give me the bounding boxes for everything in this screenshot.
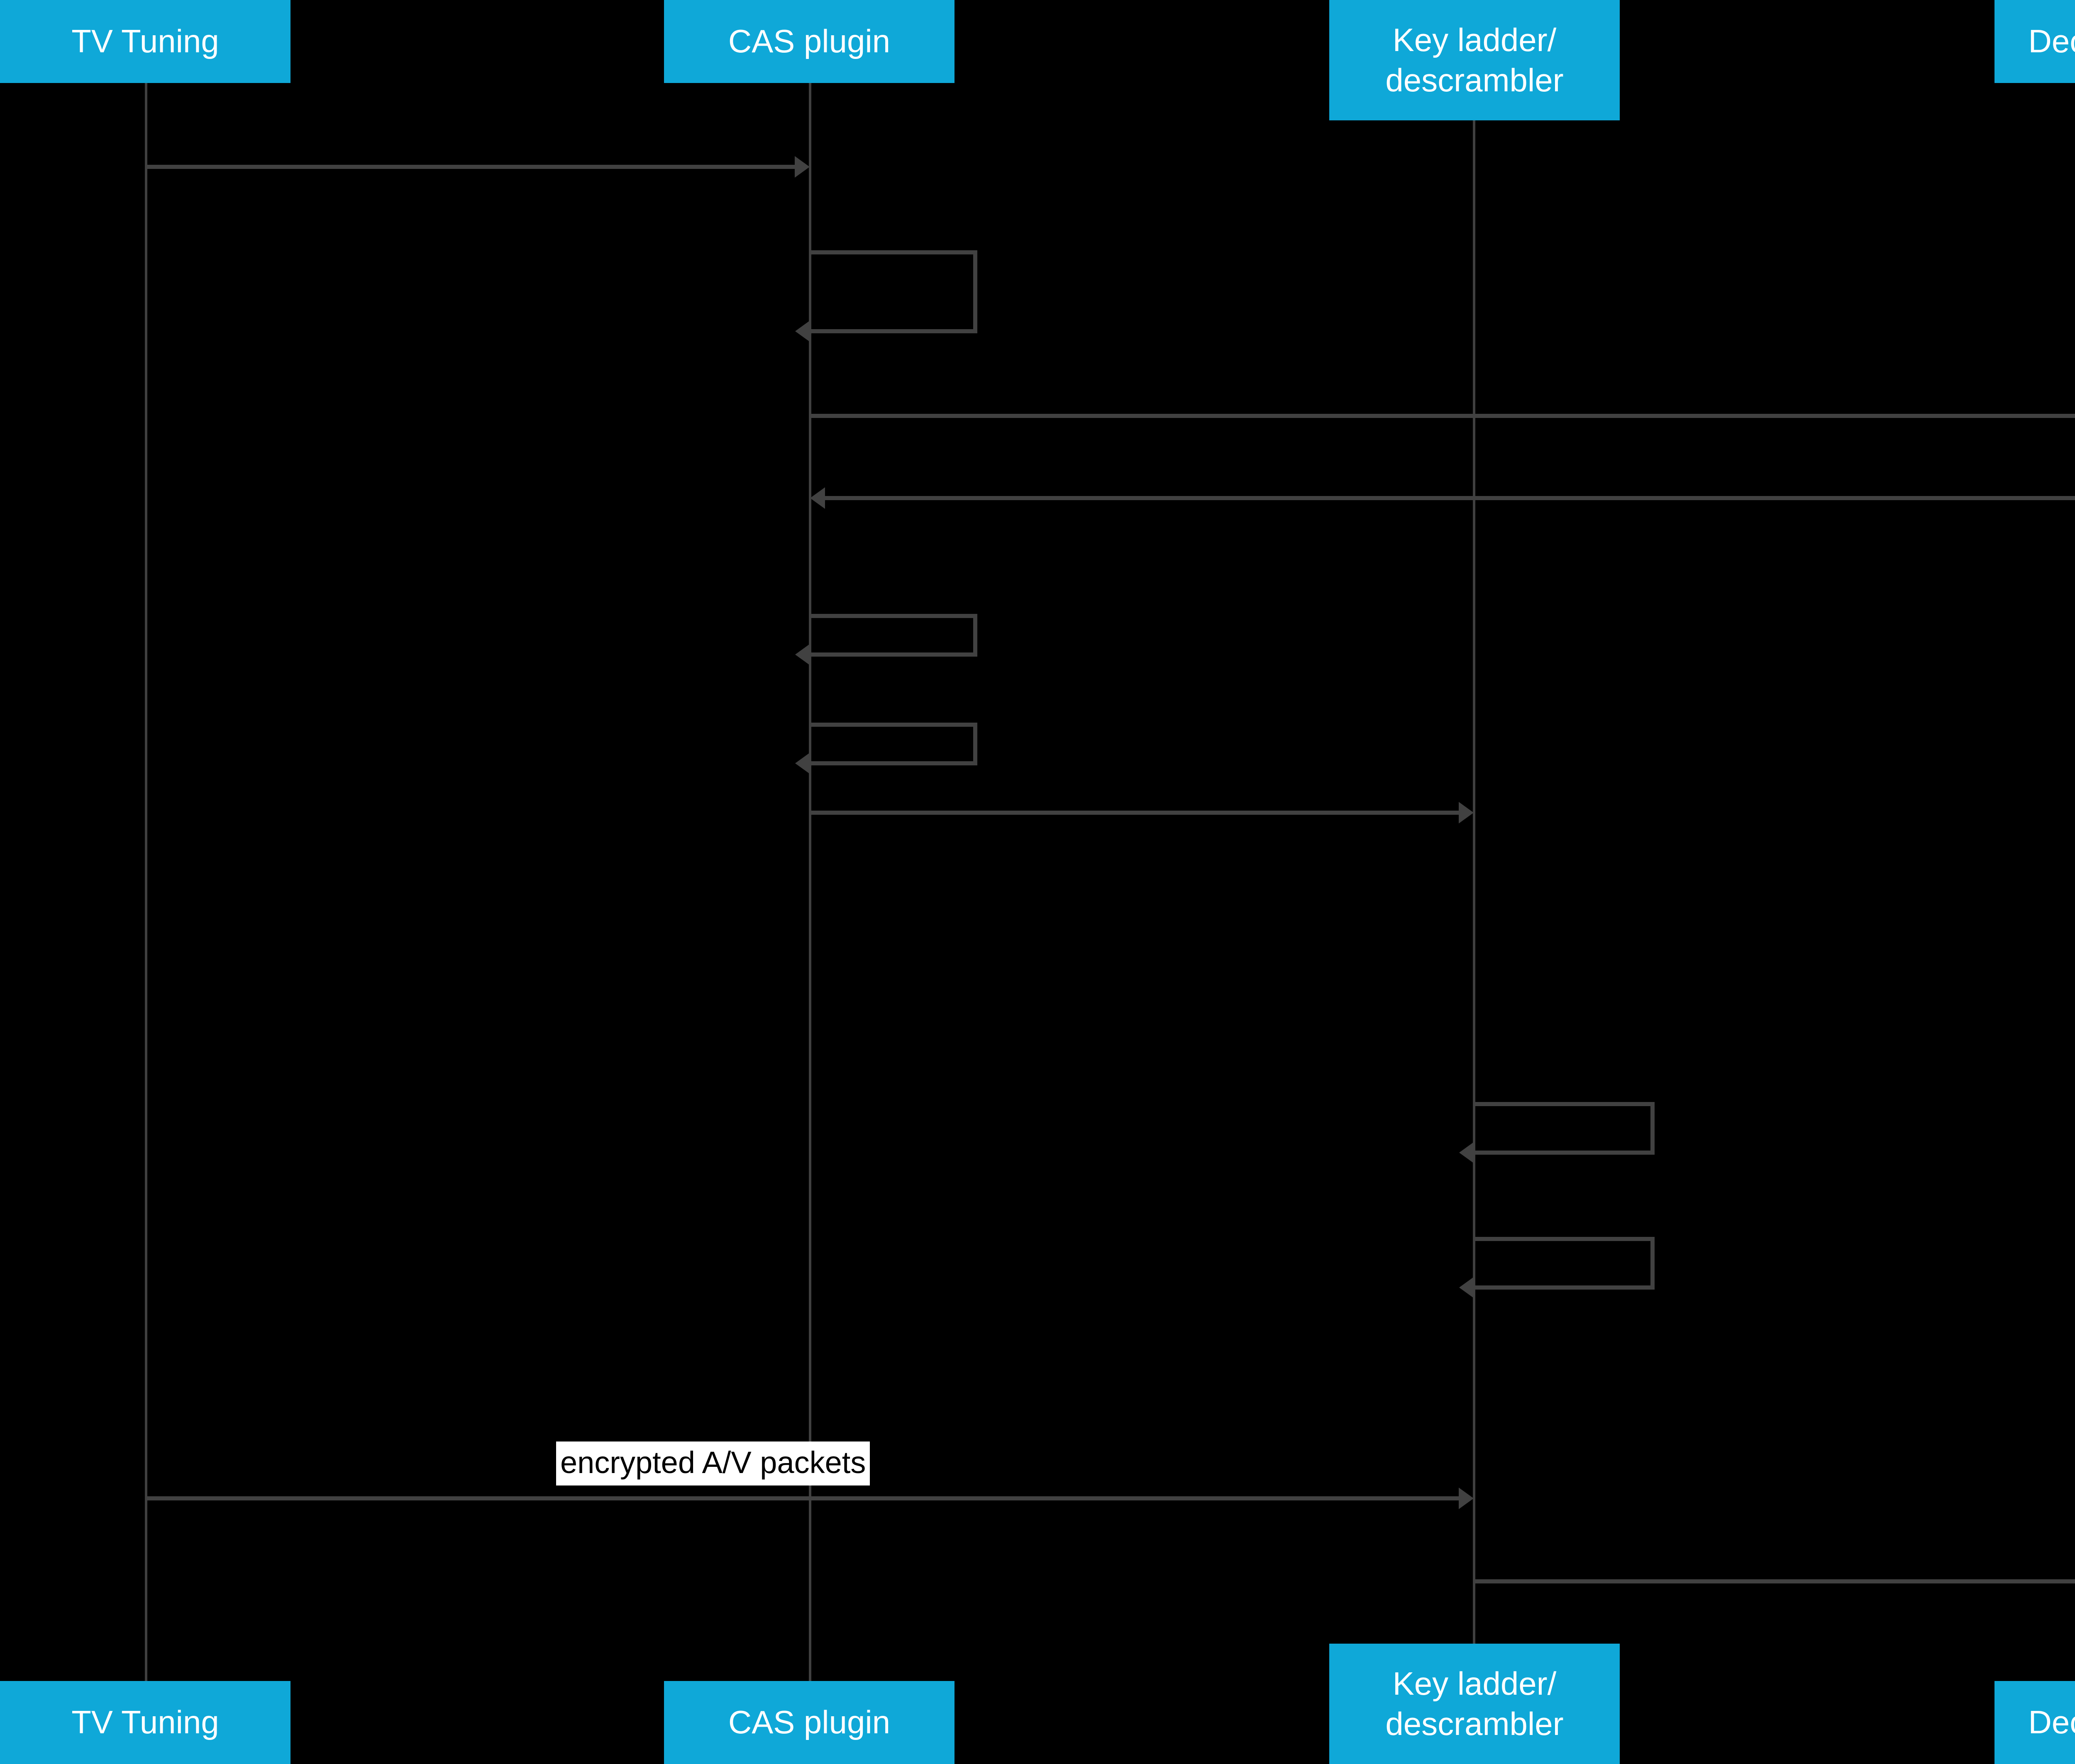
- message-arrowhead-m6: [795, 753, 810, 774]
- actor-box-top-decode-display[interactable]: Decode, display: [1994, 0, 2075, 83]
- message-label-encrypted-av-packets: encrypted A/V packets: [556, 1441, 870, 1485]
- message-selfcall-m6: [810, 723, 977, 765]
- message-line-m4: [825, 496, 2075, 500]
- message-selfcall-m8: [1474, 1102, 1655, 1155]
- lifeline-tv-tuning: [145, 83, 147, 1681]
- actor-box-bottom-key-ladder[interactable]: Key ladder/ descrambler: [1329, 1644, 1620, 1764]
- actor-box-top-tv-tuning[interactable]: TV Tuning: [0, 0, 290, 83]
- message-line-m7: [810, 811, 1460, 815]
- message-selfcall-m9: [1474, 1237, 1655, 1290]
- message-arrowhead-m10: [1459, 1488, 1474, 1509]
- lifeline-key-ladder: [1473, 120, 1475, 1681]
- actor-box-top-key-ladder[interactable]: Key ladder/ descrambler: [1329, 0, 1620, 120]
- lifeline-cas-plugin: [809, 83, 811, 1681]
- message-arrowhead-m8: [1459, 1142, 1474, 1163]
- actor-box-bottom-decode-display[interactable]: Decode, display: [1994, 1681, 2075, 1764]
- message-arrowhead-m4: [810, 487, 825, 509]
- message-selfcall-m2: [810, 250, 977, 333]
- message-arrowhead-m9: [1459, 1277, 1474, 1298]
- message-arrowhead-m1: [795, 156, 810, 178]
- actor-box-top-cas-plugin[interactable]: CAS plugin: [664, 0, 954, 83]
- actor-box-bottom-cas-plugin[interactable]: CAS plugin: [664, 1681, 954, 1764]
- actor-box-bottom-tv-tuning[interactable]: TV Tuning: [0, 1681, 290, 1764]
- message-line-m3: [810, 414, 2075, 418]
- message-line-m1: [146, 165, 796, 169]
- message-arrowhead-m2: [795, 320, 810, 342]
- message-line-m11: [1474, 1579, 2075, 1583]
- message-arrowhead-m7: [1459, 802, 1474, 823]
- message-arrowhead-m5: [795, 644, 810, 665]
- message-line-m10: [146, 1496, 1460, 1500]
- message-selfcall-m5: [810, 614, 977, 657]
